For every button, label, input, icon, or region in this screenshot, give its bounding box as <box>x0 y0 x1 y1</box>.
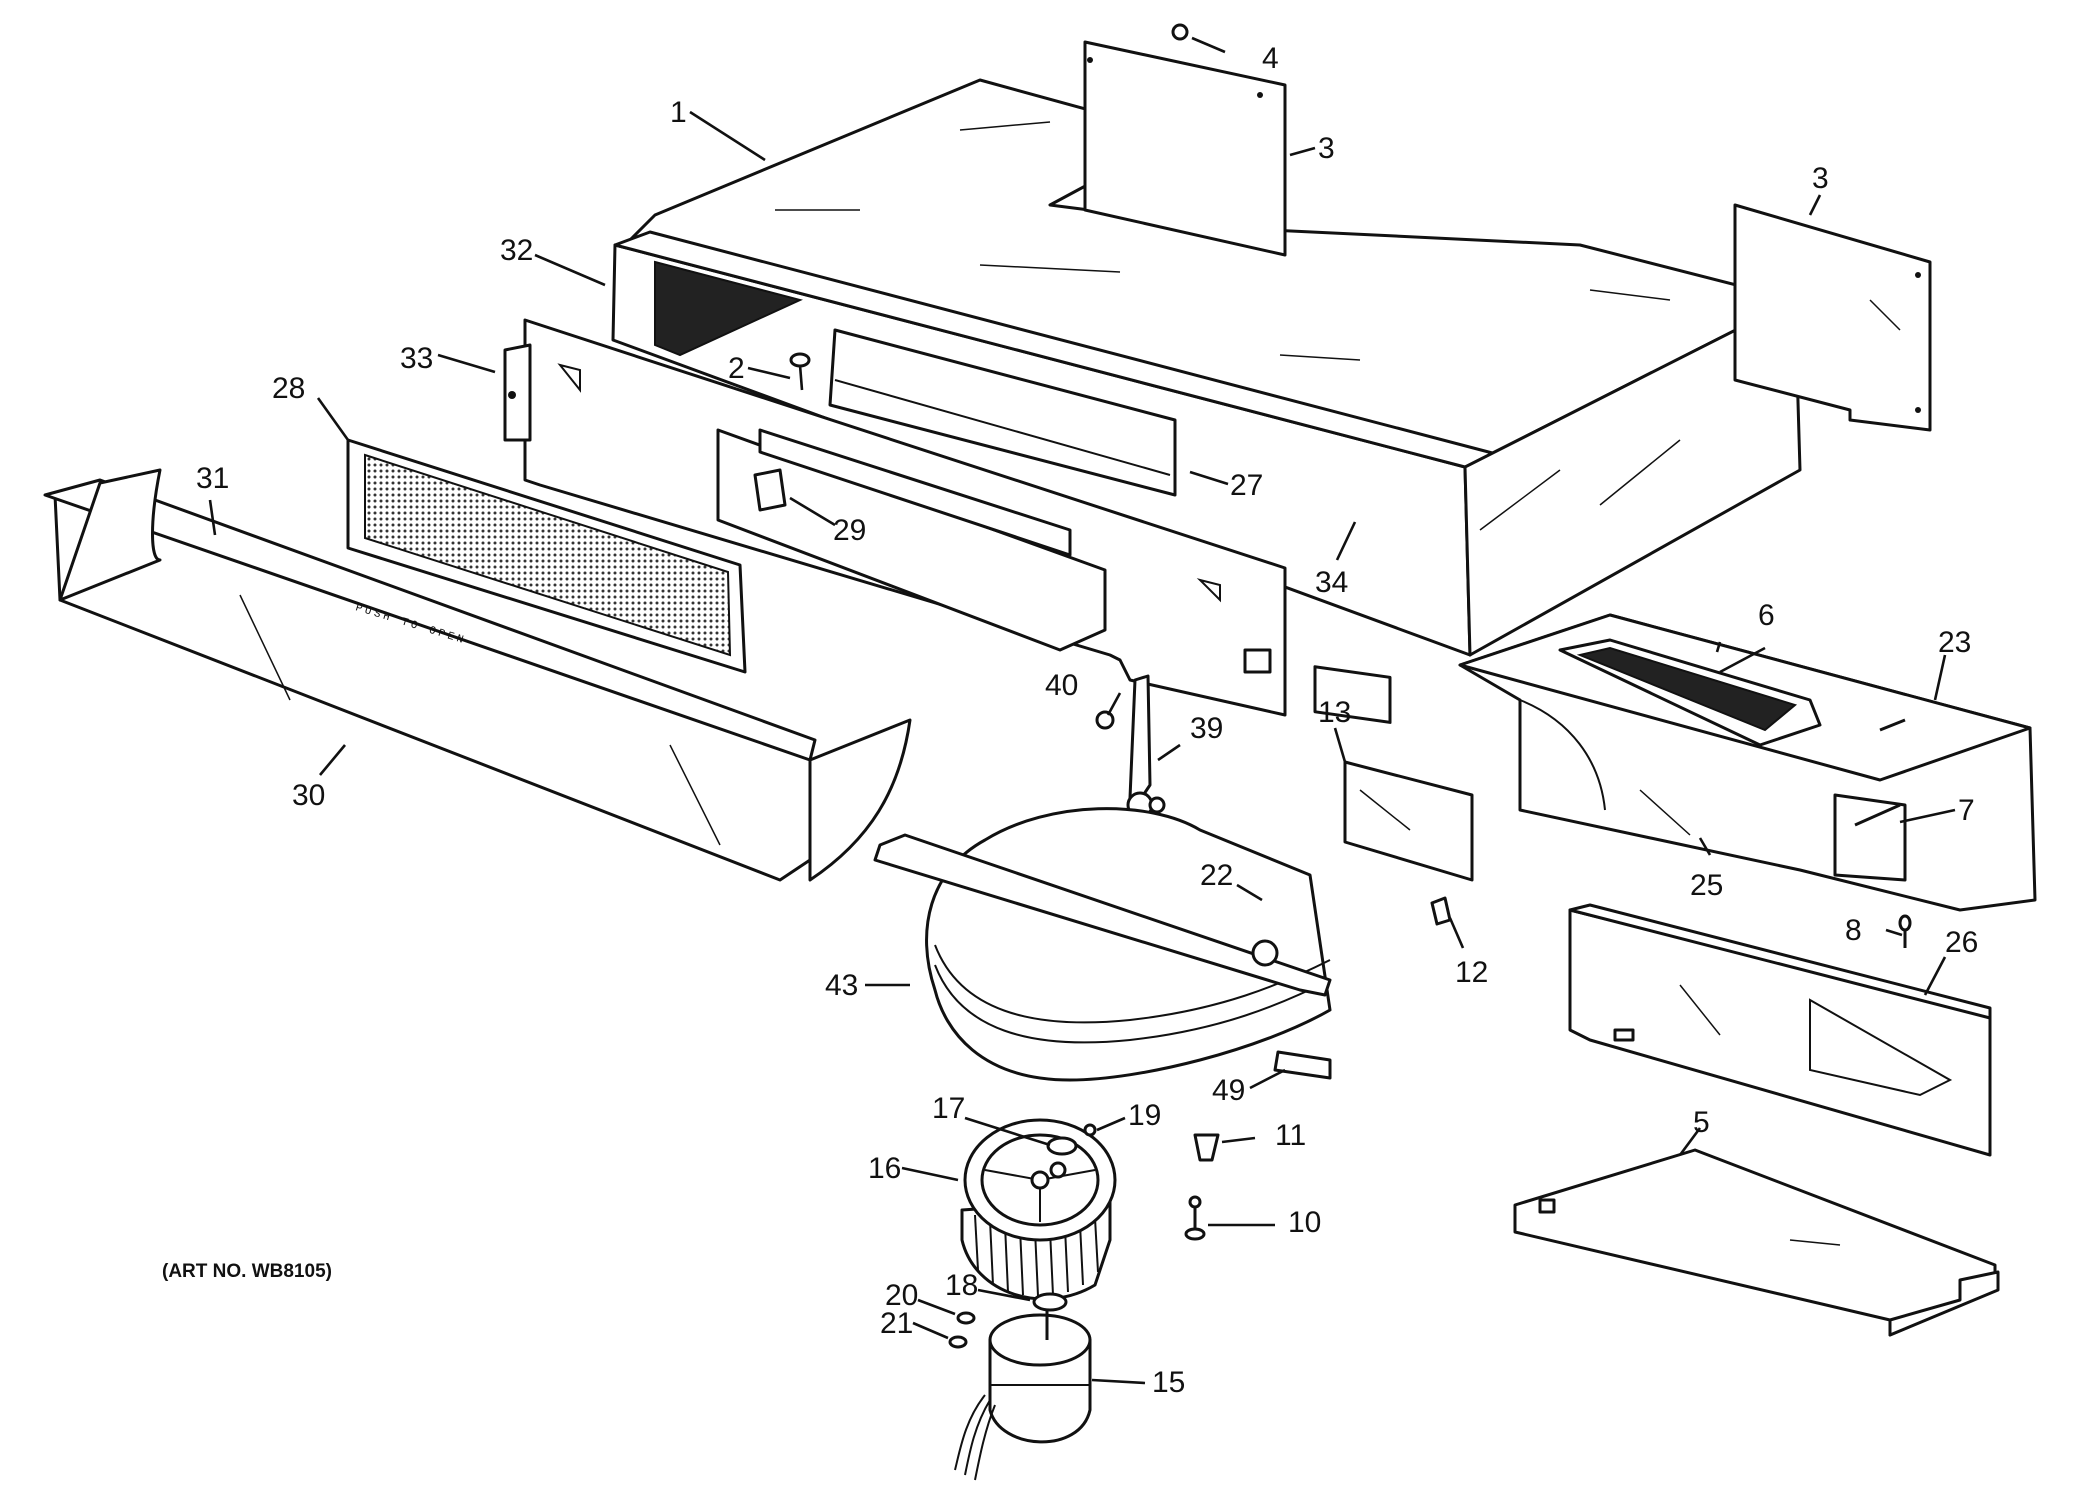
callout-26: 26 <box>1945 926 1978 959</box>
callout-33: 33 <box>400 342 433 375</box>
callout-30: 30 <box>292 779 325 812</box>
callout-3b: 3 <box>1812 162 1829 195</box>
callout-40: 40 <box>1045 669 1078 702</box>
bolt-part-10 <box>1184 1195 1206 1241</box>
callout-17: 17 <box>932 1092 965 1125</box>
washers-18-20-21 <box>948 1292 1068 1349</box>
callout-32: 32 <box>500 234 533 267</box>
callout-43: 43 <box>825 969 858 1002</box>
callout-12: 12 <box>1455 956 1488 989</box>
leader-lines <box>208 36 1956 1385</box>
callout-5: 5 <box>1693 1106 1710 1139</box>
callout-25: 25 <box>1690 869 1723 902</box>
callout-11: 11 <box>1275 1119 1306 1152</box>
callout-13: 13 <box>1318 696 1351 729</box>
callout-28: 28 <box>272 372 305 405</box>
callout-21: 21 <box>880 1307 913 1340</box>
hood-housing <box>611 78 1802 724</box>
small-parts-17-19 <box>1046 1123 1097 1156</box>
callout-labels: 1 2 3 3 4 5 6 7 8 10 11 12 13 15 16 17 1… <box>196 42 1978 1399</box>
side-plate-top <box>1083 40 1287 257</box>
duct-assembly <box>1458 613 2037 912</box>
screw-part-40 <box>1095 710 1115 730</box>
callout-4: 4 <box>1262 42 1279 75</box>
blower-wheel <box>960 1118 1117 1301</box>
front-panel: PUSH TO OPEN <box>43 468 912 882</box>
grease-filter <box>346 438 747 674</box>
callout-34: 34 <box>1315 566 1348 599</box>
callout-18: 18 <box>945 1269 978 1302</box>
callout-39: 39 <box>1190 712 1223 745</box>
callout-31: 31 <box>196 462 229 495</box>
callout-20: 20 <box>885 1279 918 1312</box>
callout-1: 1 <box>670 96 687 129</box>
blower-housing <box>873 807 1332 1082</box>
switch-bracket <box>716 428 1107 652</box>
callout-7: 7 <box>1958 794 1975 827</box>
callout-8: 8 <box>1845 914 1862 947</box>
fastener-part-8 <box>1898 914 1912 948</box>
callout-49: 49 <box>1212 1074 1245 1107</box>
bracket-panel-26 <box>1568 903 1992 1157</box>
callout-10: 10 <box>1288 1206 1321 1239</box>
latch-lever <box>1126 674 1166 819</box>
art-number: (ART NO. WB8105) <box>162 1261 332 1282</box>
blower-motor <box>954 1310 1092 1481</box>
callout-15: 15 <box>1152 1366 1185 1399</box>
callout-16: 16 <box>868 1152 901 1185</box>
bottom-bracket-5 <box>1513 1148 2000 1337</box>
callout-6: 6 <box>1758 599 1775 632</box>
callout-27: 27 <box>1230 469 1263 502</box>
callout-2: 2 <box>728 352 745 385</box>
bracket-part-49 <box>1273 1050 1332 1080</box>
panel-part-13 <box>1343 760 1474 882</box>
grommet-part-11 <box>1193 1133 1220 1162</box>
callout-22: 22 <box>1200 859 1233 892</box>
callout-23: 23 <box>1938 626 1971 659</box>
callout-3a: 3 <box>1318 132 1335 165</box>
callout-19: 19 <box>1128 1099 1161 1132</box>
side-plate-right <box>1733 203 1932 432</box>
clip-part-12 <box>1430 896 1452 926</box>
screw-part-2 <box>789 352 811 391</box>
screw-part-4 <box>1171 23 1189 41</box>
callout-29: 29 <box>833 514 866 547</box>
